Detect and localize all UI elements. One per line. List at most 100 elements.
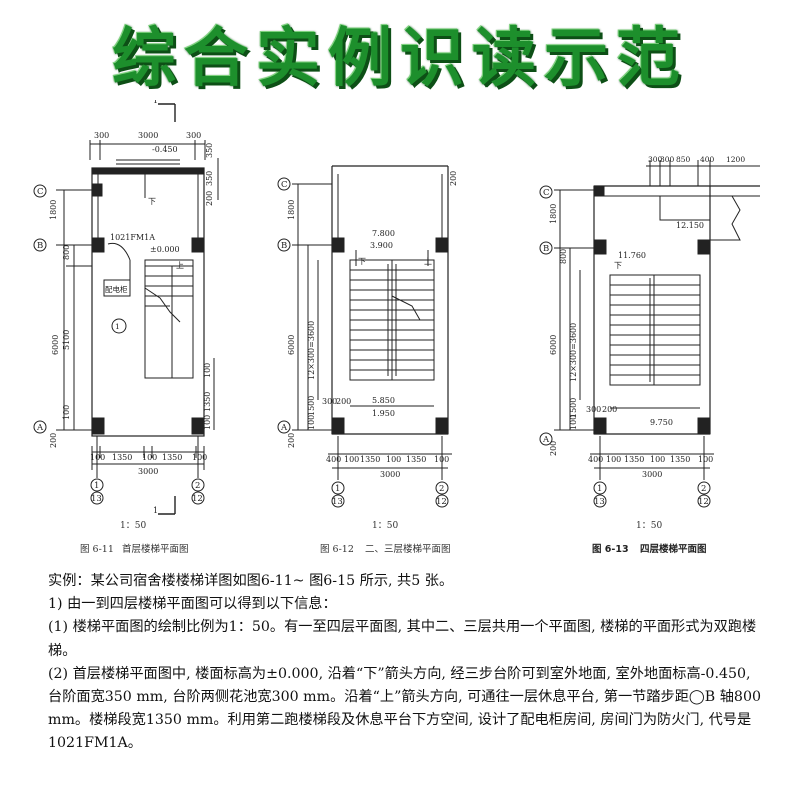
- fig3-axis-a: A: [542, 435, 550, 445]
- fig2-axis-13: 13: [332, 497, 343, 507]
- fig3-left-dim-1800: 1800: [549, 204, 558, 224]
- paragraph-point-1: (1) 楼梯平面图的绘制比例为1：50。有一至四层平面图, 其中二、三层共用一个…: [48, 619, 757, 659]
- fig2-axis-2: 2: [439, 484, 444, 494]
- paragraph-heading: 1) 由一到四层楼梯平面图可以得到以下信息：: [48, 596, 337, 613]
- fig2-bottom-dim-3: 1350: [360, 455, 380, 464]
- fig3-down-label: 下: [614, 261, 622, 270]
- fig2-level-7800: 7.800: [372, 229, 395, 238]
- explanation-text: 实例：某公司宿舍楼楼梯详图如图6-11~ 图6-15 所示, 共5 张。 1) …: [48, 570, 768, 756]
- fig3-level-12150: 12.150: [676, 221, 704, 230]
- fig3-bottom-dim-6: 100: [698, 455, 713, 464]
- fig3-axis-2: 2: [701, 484, 706, 494]
- fig1-scale: 1：50: [120, 521, 146, 531]
- fig1-left-dim-5100: 5100: [62, 330, 71, 350]
- fig3-bottom-dim-4: 100: [650, 455, 665, 464]
- fig1-bottom-dim-4: 1350: [162, 453, 182, 462]
- fig3-bottom-dim-5: 1350: [670, 455, 690, 464]
- fig2-left-dim-200b: 200: [336, 397, 351, 406]
- fig3-axis-13: 13: [594, 497, 605, 507]
- fig3-bottom-dim-2: 100: [606, 455, 621, 464]
- fig2-top-dim-200: 200: [449, 171, 458, 186]
- fig1-left-dim-6000: 6000: [51, 335, 60, 355]
- fig2-level-1950: 1.950: [372, 409, 395, 418]
- fig1-section-mark-top: 1: [153, 100, 158, 105]
- fig3-left-dim-1500: 1500: [569, 398, 578, 418]
- fig1-door-code: 1021FM1A: [110, 233, 155, 242]
- fig1-caption: 首层楼梯平面图: [122, 543, 189, 555]
- fig2-left-dim-100: 100: [307, 415, 316, 430]
- fig3-top-dim-4: 400: [700, 155, 715, 164]
- fig2-bottom-dim-1: 400: [326, 455, 341, 464]
- fig2-axis-a: A: [280, 423, 288, 433]
- fig3-bottom-dim-3: 1350: [624, 455, 644, 464]
- fig1-right-dim-350b: 350: [205, 171, 214, 186]
- fig2-bottom-dim-2: 100: [344, 455, 359, 464]
- fig3-level-9750: 9.750: [650, 418, 673, 427]
- fig2-axis-b: B: [281, 241, 287, 251]
- fig1-level-floor: ±0.000: [150, 245, 180, 254]
- drawings-svg: 1 300 3000 300 -0.450 下 1021FM1A ±0.000 …: [33, 100, 760, 555]
- fig2-bottom-dim-5: 1350: [406, 455, 426, 464]
- fig2-left-dim-1800: 1800: [287, 200, 296, 220]
- fig2-up-label: 上: [424, 257, 432, 266]
- fig1-top-dim-1: 300: [94, 131, 109, 140]
- fig1-axis-13: 13: [91, 494, 102, 504]
- fig2-number: 图 6-12: [320, 544, 354, 555]
- fig2-axis-1: 1: [335, 484, 340, 494]
- fig3-top-dim-2: 300: [660, 155, 675, 164]
- fig1-axis-b: B: [37, 241, 43, 251]
- fig3-top-dim-3: 850: [676, 155, 691, 164]
- fig1-level-outdoor: -0.450: [152, 145, 178, 154]
- fig1-section-mark-circle: 1: [115, 322, 120, 331]
- fig2-axis-12: 12: [436, 497, 447, 507]
- fig2-bottom-dim-6: 100: [434, 455, 449, 464]
- fig3-left-dim-100: 100: [569, 415, 578, 430]
- fig3-left-dim-200: 200: [549, 441, 558, 456]
- fig1-axis-c: C: [37, 187, 44, 197]
- fig1-top-dim-3: 300: [186, 131, 201, 140]
- fig1-left-dim-800: 800: [62, 245, 71, 260]
- fig1-axis-a: A: [36, 423, 44, 433]
- fig3-caption: 四层楼梯平面图: [640, 543, 707, 555]
- figure-6-12-drawing: [277, 165, 452, 508]
- figure-6-13-drawing: [539, 160, 760, 508]
- fig2-bottom-dim-4: 100: [386, 455, 401, 464]
- fig3-top-dim-5: 1200: [726, 155, 745, 164]
- fig3-bottom-dim-1: 400: [588, 455, 603, 464]
- fig1-left-dim-200: 200: [49, 433, 58, 448]
- figure-6-11-drawing: [33, 103, 219, 515]
- fig1-left-dim-100: 100: [62, 405, 71, 420]
- fig3-axis-b: B: [543, 244, 549, 254]
- paragraph-intro: 实例：某公司宿舍楼楼梯详图如图6-11~ 图6-15 所示, 共5 张。: [48, 573, 454, 589]
- fig1-bottom-dim-5: 100: [192, 453, 207, 462]
- fig2-scale: 1：50: [372, 521, 398, 531]
- fig1-bottom-dim-1: 100: [90, 453, 105, 462]
- fig1-up-label: 上: [176, 261, 184, 270]
- fig2-left-dim-200: 200: [287, 433, 296, 448]
- fig2-level-3900: 3.900: [370, 241, 393, 250]
- fig2-left-dim-3600: 12×300=3600: [307, 321, 316, 380]
- fig3-top-dim-1: 300: [648, 155, 663, 164]
- fig1-right-dim-1350: 1350: [203, 392, 212, 412]
- fig2-left-dim-1500: 1500: [307, 396, 316, 416]
- fig3-left-dim-200b: 200: [602, 405, 617, 414]
- fig3-axis-c: C: [543, 188, 550, 198]
- fig3-axis-1: 1: [597, 484, 602, 494]
- fig1-room-label: 配电柜: [105, 284, 128, 294]
- fig1-section-mark-bottom: 1: [153, 506, 158, 515]
- stair-plan-drawings: 1 300 3000 300 -0.450 下 1021FM1A ±0.000 …: [20, 100, 780, 570]
- fig1-down-label: 下: [148, 197, 156, 206]
- fig1-right-dim-100b: 100: [203, 415, 212, 430]
- paragraph-point-2: (2) 首层楼梯平面图中, 楼面标高为±0.000, 沿着“下”箭头方向, 经三…: [48, 665, 762, 752]
- fig2-down-label: 下: [358, 257, 366, 266]
- page-title: 综合实例识读示范: [112, 22, 688, 96]
- fig1-top-dim-2: 3000: [138, 131, 158, 140]
- fig1-axis-1: 1: [94, 481, 99, 491]
- fig3-total-width: 3000: [642, 470, 662, 479]
- fig3-left-dim-800: 800: [559, 249, 568, 264]
- fig1-bottom-dim-2: 1350: [112, 453, 132, 462]
- fig2-left-dim-6000: 6000: [287, 335, 296, 355]
- fig3-scale: 1：50: [636, 521, 662, 531]
- fig1-axis-2: 2: [195, 481, 200, 491]
- fig1-left-dim-1800: 1800: [49, 200, 58, 220]
